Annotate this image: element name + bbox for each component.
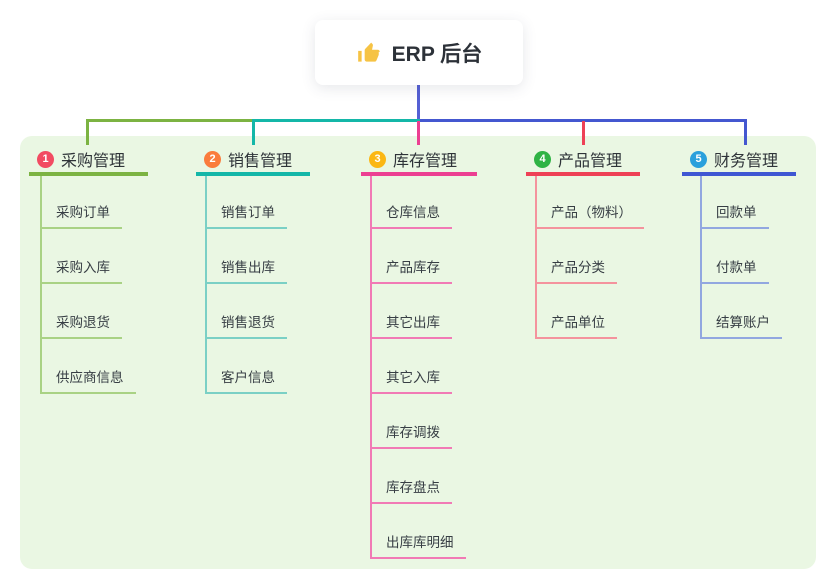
branch-item[interactable]: 结算账户 xyxy=(700,284,782,339)
branch-title: 采购管理 xyxy=(61,153,126,170)
branch-item[interactable]: 销售订单 xyxy=(205,174,287,229)
connector-bus-blue xyxy=(420,119,747,122)
thumbs-up-icon xyxy=(357,42,380,62)
root-node-label: ERP 后台 xyxy=(391,42,483,66)
connector-drop-branch3 xyxy=(417,121,420,145)
connector-drop-branch4 xyxy=(582,121,585,145)
branch-item[interactable]: 其它出库 xyxy=(370,284,452,339)
branch-item[interactable]: 产品（物料） xyxy=(535,174,644,229)
connector-drop-branch5 xyxy=(744,119,747,145)
connector-root-drop xyxy=(417,84,420,121)
branch-item[interactable]: 采购退货 xyxy=(40,284,122,339)
root-node[interactable]: ERP 后台 xyxy=(315,20,523,85)
branch-item[interactable]: 仓库信息 xyxy=(370,174,452,229)
branch-item[interactable]: 产品库存 xyxy=(370,229,452,284)
branch-item[interactable]: 产品分类 xyxy=(535,229,617,284)
branch-spine-line xyxy=(535,176,537,339)
branch-number-badge: 1 xyxy=(37,150,54,168)
branch-item[interactable]: 采购订单 xyxy=(40,174,122,229)
branch-item[interactable]: 销售出库 xyxy=(205,229,287,284)
branch-title-node[interactable]: 3 库存管理 xyxy=(361,146,477,176)
branch-item[interactable]: 回款单 xyxy=(700,174,769,229)
branch-items: 仓库信息 产品库存 其它出库 其它入库 库存调拨 库存盘点 出库库明细 xyxy=(370,174,466,559)
branch-items: 回款单 付款单 结算账户 xyxy=(700,174,782,339)
branch-items: 销售订单 销售出库 销售退货 客户信息 xyxy=(205,174,287,394)
branch-spine-line xyxy=(205,176,207,394)
branch-item[interactable]: 出库库明细 xyxy=(370,504,466,559)
branch-spine-line xyxy=(370,176,372,559)
branch-number-badge: 3 xyxy=(369,150,386,168)
mindmap-background-panel xyxy=(20,136,816,569)
branch-item[interactable]: 付款单 xyxy=(700,229,769,284)
branch-title: 产品管理 xyxy=(558,153,623,170)
branch-items: 产品（物料） 产品分类 产品单位 xyxy=(535,174,644,339)
branch-items: 采购订单 采购入库 采购退货 供应商信息 xyxy=(40,174,136,394)
branch-item[interactable]: 客户信息 xyxy=(205,339,287,394)
branch-item[interactable]: 库存盘点 xyxy=(370,449,452,504)
branch-title-node[interactable]: 1 采购管理 xyxy=(29,146,148,176)
branch-title-node[interactable]: 5 财务管理 xyxy=(682,146,796,176)
branch-number-badge: 2 xyxy=(204,150,221,168)
connector-bus-teal xyxy=(254,119,420,122)
branch-number-badge: 5 xyxy=(690,150,707,168)
branch-title: 财务管理 xyxy=(714,153,779,170)
branch-spine-line xyxy=(40,176,42,394)
branch-item[interactable]: 库存调拨 xyxy=(370,394,452,449)
branch-spine-line xyxy=(700,176,702,339)
branch-title-node[interactable]: 2 销售管理 xyxy=(196,146,310,176)
branch-title: 库存管理 xyxy=(393,153,458,170)
connector-drop-branch2 xyxy=(252,119,255,145)
branch-item[interactable]: 供应商信息 xyxy=(40,339,136,394)
branch-item[interactable]: 产品单位 xyxy=(535,284,617,339)
branch-title-node[interactable]: 4 产品管理 xyxy=(526,146,640,176)
connector-bus-green xyxy=(86,119,254,122)
branch-item[interactable]: 采购入库 xyxy=(40,229,122,284)
branch-item[interactable]: 其它入库 xyxy=(370,339,452,394)
branch-number-badge: 4 xyxy=(534,150,551,168)
branch-item[interactable]: 销售退货 xyxy=(205,284,287,339)
branch-title: 销售管理 xyxy=(228,153,293,170)
connector-drop-branch1 xyxy=(86,119,89,145)
